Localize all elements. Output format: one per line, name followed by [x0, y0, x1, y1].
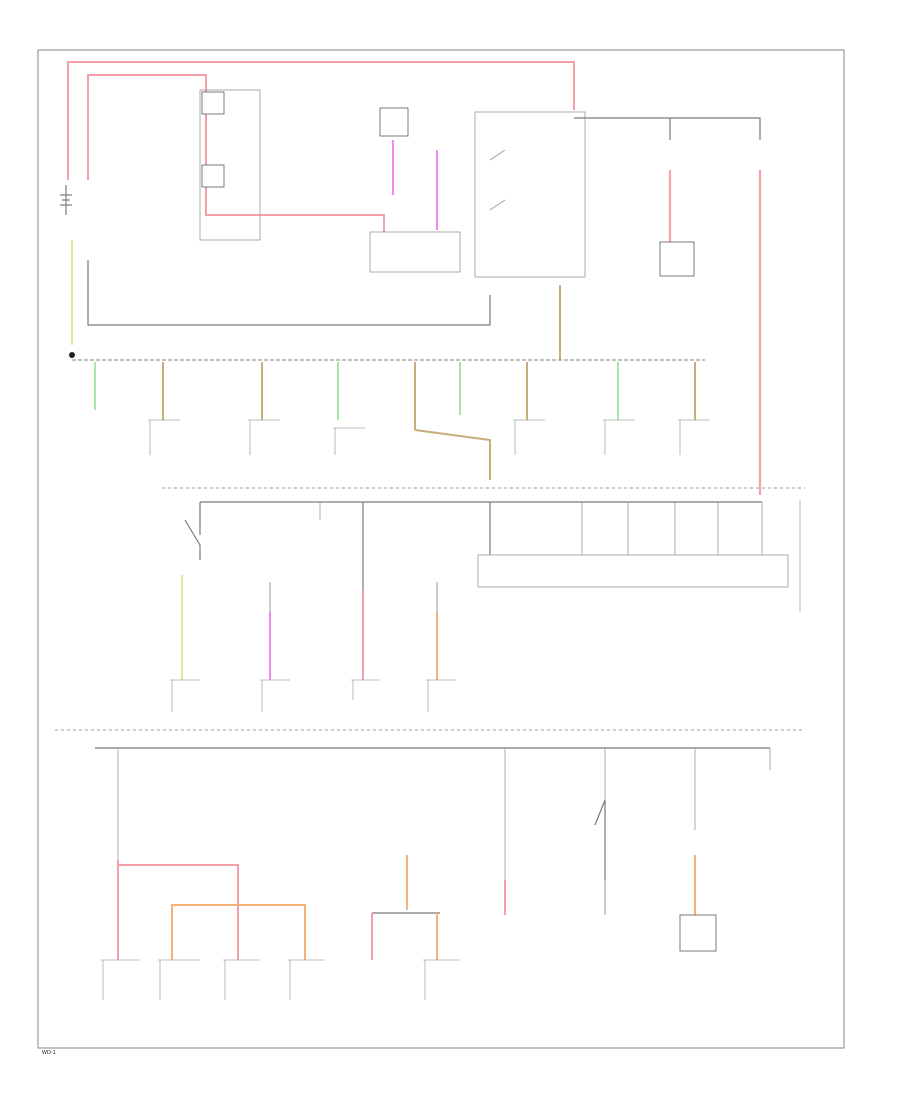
electronics-module-box [477, 554, 789, 588]
starter-solenoid-box [201, 164, 225, 188]
bottom-feeds [117, 855, 696, 960]
middle-component-boxes [170, 679, 456, 712]
bottom-component-boxes [101, 914, 717, 1000]
middle-feeds [181, 575, 438, 680]
fuse-relay-box [659, 241, 695, 277]
trailer-connector-box [679, 914, 717, 952]
starter-box [199, 89, 261, 241]
battery-feed-wire-red [67, 61, 575, 180]
ground-point-icon [69, 352, 75, 358]
generator-box [369, 231, 461, 273]
generator-feed-wire-magenta [392, 140, 438, 230]
starter-relay-box [201, 91, 225, 115]
ground-component-boxes [148, 419, 710, 455]
battery [60, 185, 75, 358]
diagram-frame [37, 49, 845, 1049]
generator-regulator-box [379, 107, 409, 137]
module-fuses [581, 502, 763, 555]
footer-code: WD-1 [42, 1050, 56, 1056]
ground-return-wire [87, 260, 491, 326]
main-fuse-block [474, 111, 586, 278]
ground-drops [94, 362, 696, 480]
battery-feed-wire-red-2 [87, 74, 385, 232]
main-feed-wire [574, 117, 761, 140]
